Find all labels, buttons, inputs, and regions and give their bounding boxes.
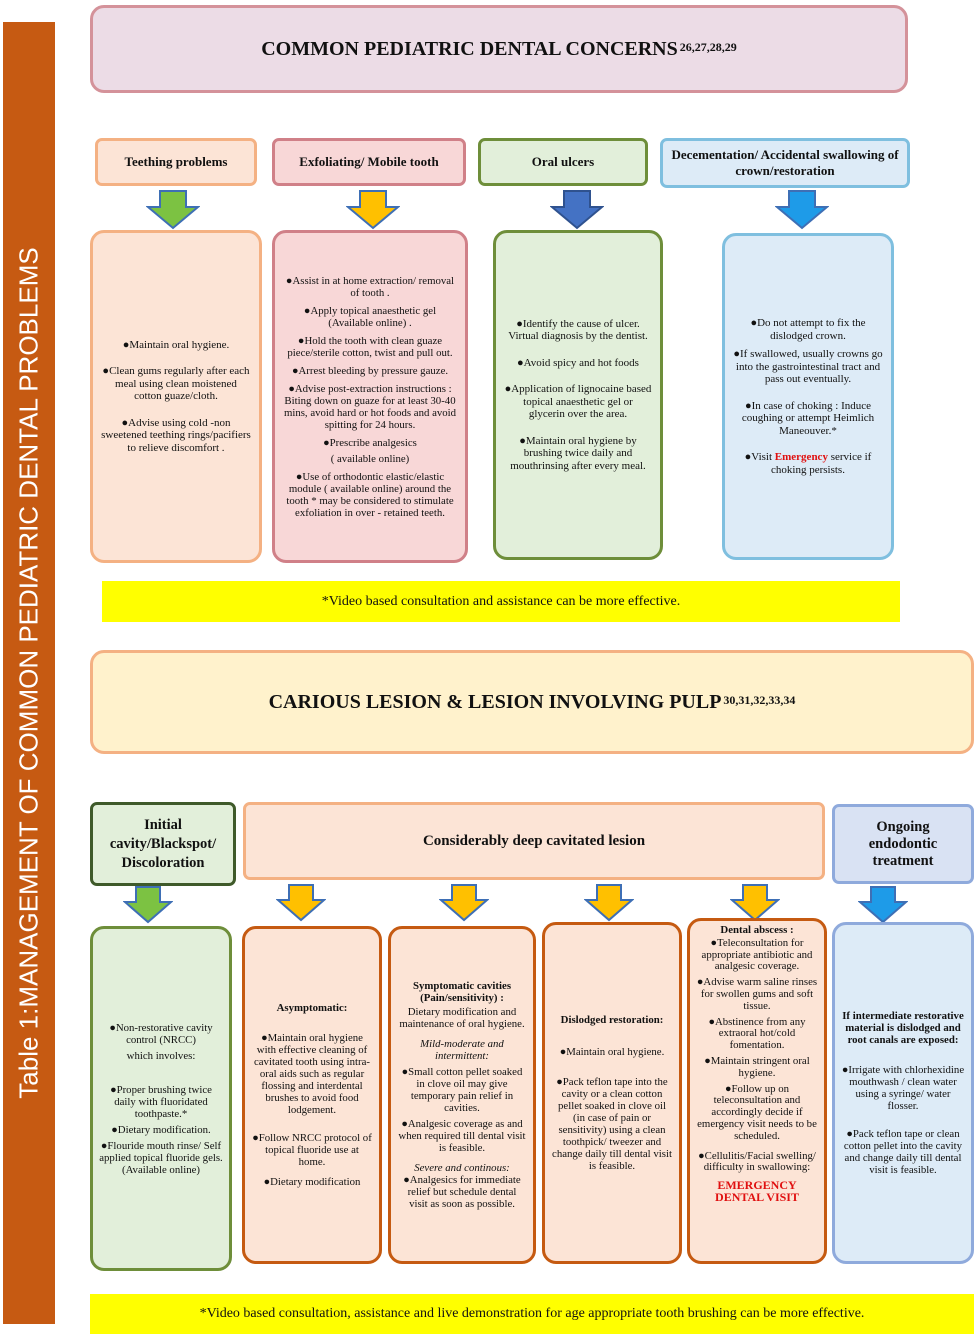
section1-note: *Video based consultation and assistance…: [102, 581, 900, 622]
header-decementation: Decementation/ Accidental swallowing of …: [660, 138, 910, 188]
card-dislodged-restoration: Dislodged restoration: ●Maintain oral hy…: [542, 922, 682, 1264]
card-heading: Dislodged restoration:: [560, 1014, 664, 1026]
card-heading: Asymptomatic:: [276, 1002, 348, 1014]
down-arrow-icon: [550, 190, 604, 230]
down-arrow-icon: [439, 884, 489, 922]
list-item: ●Application of lignocaine based topical…: [504, 383, 652, 421]
list-item: ●Advise post-extraction instructions : B…: [283, 382, 457, 431]
card-decementation: ●Do not attempt to fix the dislodged cro…: [722, 233, 894, 560]
list-item: ●Identify the cause of ulcer. Virtual di…: [508, 317, 648, 343]
list-item: ●Maintain oral hygiene.: [122, 338, 230, 351]
list-item: ●Pack teflon tape or clean cotton pellet…: [843, 1128, 963, 1176]
section2-refs: 30,31,32,33,34: [723, 692, 796, 707]
list-item: ●Non-restorative cavity control (NRCC): [109, 1021, 213, 1046]
section2-note: *Video based consultation, assistance an…: [90, 1294, 974, 1334]
table-title: Table 1:MANAGEMENT OF COMMON PEDIATRIC D…: [13, 247, 44, 1099]
subheading: Mild-moderate and intermittent:: [420, 1038, 504, 1062]
subheading: Severe and continous:: [414, 1162, 510, 1174]
list-item: ●Dietary modification.: [111, 1123, 211, 1136]
list-item: ●Irrigate with chlorhexidine mouthwash /…: [841, 1064, 965, 1112]
down-arrow-icon: [775, 190, 829, 230]
list-item: ●Abstinence from any extraoral hot/cold …: [708, 1015, 806, 1052]
emergency-visit-label: EMERGENCY DENTAL VISIT: [715, 1178, 799, 1204]
card-initial-cavity: ●Non-restorative cavity control (NRCC) w…: [90, 926, 232, 1271]
list-item: ●Prescribe analgesics: [323, 436, 417, 449]
section1-refs: 26,27,28,29: [679, 39, 737, 54]
list-item: ●Proper brushing twice daily with fluori…: [110, 1083, 212, 1120]
list-item: ●Advise warm saline rinses for swollen g…: [696, 976, 818, 1012]
list-item: ●Analgesic coverage as and when required…: [398, 1118, 526, 1154]
card-symptomatic: Symptomatic cavities (Pain/sensitivity) …: [388, 926, 536, 1264]
list-item: ●Flouride mouth rinse/ Self applied topi…: [99, 1139, 223, 1176]
list-item: ●Avoid spicy and hot foods: [517, 356, 639, 369]
list-item: ●If swallowed, usually crowns go into th…: [733, 348, 883, 385]
list-item: ●Maintain oral hygiene with effective cl…: [253, 1032, 371, 1116]
card-heading: Symptomatic cavities (Pain/sensitivity) …: [412, 980, 512, 1004]
down-arrow-icon: [730, 884, 780, 922]
list-item: ●Cellulitis/Facial swelling/ difficulty …: [698, 1149, 816, 1174]
card-heading: If intermediate restorative material is …: [842, 1010, 964, 1046]
list-item: ●Analgesics for immediate relief but sch…: [403, 1174, 521, 1210]
card-asymptomatic: Asymptomatic: ●Maintain oral hygiene wit…: [242, 926, 382, 1264]
list-item: ●Assist in at home extraction/ removal o…: [285, 274, 455, 299]
down-arrow-icon: [858, 886, 908, 924]
list-item: ●Apply topical anaesthetic gel (Availabl…: [303, 304, 437, 329]
list-item: ●Follow NRCC protocol of topical fluorid…: [252, 1132, 372, 1168]
list-item: ●Visit Emergency service if choking pers…: [744, 451, 872, 476]
list-item: ●Arrest bleeding by pressure gauze.: [291, 364, 449, 377]
list-item: ●Small cotton pellet soaked in clove oil…: [401, 1066, 523, 1114]
card-teething: ●Maintain oral hygiene. ●Clean gums regu…: [90, 230, 262, 563]
down-arrow-icon: [276, 884, 326, 922]
list-item: which involves:: [126, 1049, 196, 1062]
list-item: ●Maintain oral hygiene.: [559, 1046, 665, 1058]
emergency-label: Emergency: [774, 451, 828, 463]
header-teething: Teething problems: [95, 138, 257, 186]
list-item: ●Maintain oral hygiene by brushing twice…: [510, 434, 646, 472]
list-item: ●Clean gums regularly after each meal us…: [102, 365, 250, 403]
list-item: ●Advise using cold -non sweetened teethi…: [101, 416, 251, 454]
down-arrow-icon: [584, 884, 634, 922]
header-exfoliating: Exfoliating/ Mobile tooth: [272, 138, 466, 186]
list-item: ( available online): [330, 452, 410, 465]
list-item: ●Maintain stringent oral hygiene.: [704, 1054, 810, 1079]
card-exfoliating: ●Assist in at home extraction/ removal o…: [272, 230, 468, 563]
list-item: ●Dietary modification: [263, 1176, 361, 1188]
header-initial-cavity: Initial cavity/Blackspot/ Discoloration: [90, 802, 236, 886]
list-item: ●Hold the tooth with clean guaze piece/s…: [287, 334, 453, 359]
down-arrow-icon: [346, 190, 400, 230]
list-item: ●Use of orthodontic elastic/elastic modu…: [286, 470, 454, 519]
list-item: Dietary modification and maintenance of …: [399, 1006, 525, 1030]
card-endodontic: If intermediate restorative material is …: [832, 922, 974, 1264]
list-item: ●Do not attempt to fix the dislodged cro…: [750, 317, 866, 342]
table-title-sidebar: Table 1:MANAGEMENT OF COMMON PEDIATRIC D…: [3, 22, 55, 1324]
header-oral-ulcers: Oral ulcers: [478, 138, 648, 186]
card-heading: Dental abscess :: [720, 924, 794, 936]
down-arrow-icon: [123, 886, 173, 924]
card-oral-ulcers: ●Identify the cause of ulcer. Virtual di…: [493, 230, 663, 560]
list-item: ●In case of choking : Induce coughing or…: [741, 399, 875, 437]
list-item: ●Pack teflon tape into the cavity or a c…: [552, 1076, 672, 1172]
list-item: ●Follow up on teleconsultation and accor…: [697, 1082, 817, 1142]
section1-title: COMMON PEDIATRIC DENTAL CONCERNS: [261, 37, 678, 60]
list-item: ●Teleconsultation for appropriate antibi…: [701, 936, 813, 973]
down-arrow-icon: [146, 190, 200, 230]
header-endodontic: Ongoing endodontic treatment: [832, 804, 974, 884]
card-dental-abscess: Dental abscess : ●Teleconsultation for a…: [687, 918, 827, 1264]
section2-title: CARIOUS LESION & LESION INVOLVING PULP: [268, 690, 722, 713]
header-deep-cavitated: Considerably deep cavitated lesion: [243, 802, 825, 880]
